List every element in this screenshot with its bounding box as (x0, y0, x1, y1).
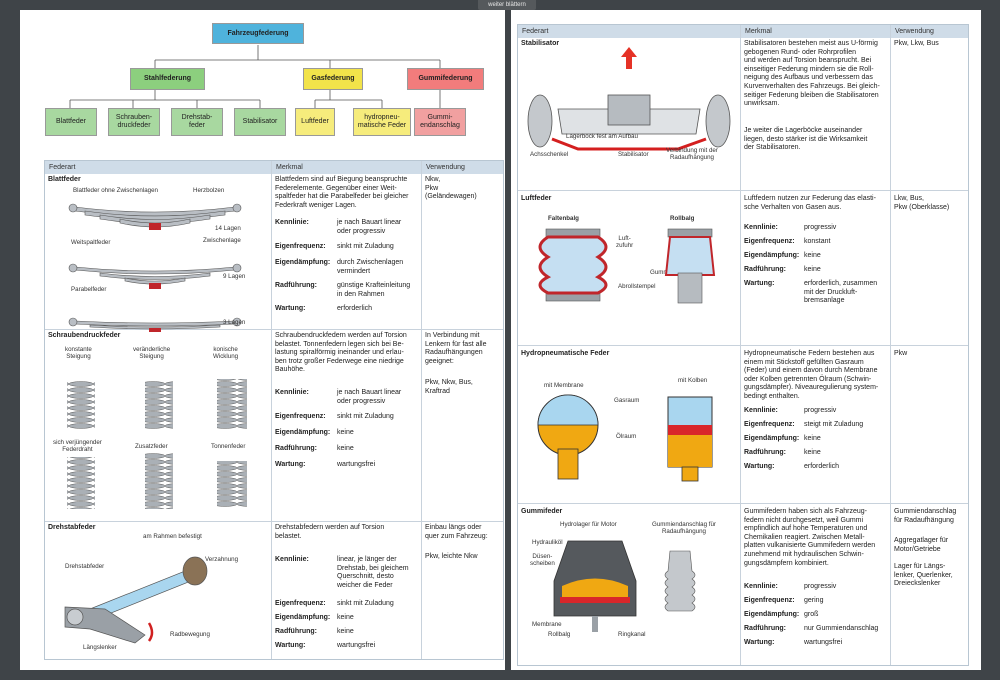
desc-schraubendruckfeder: Schraubendruckfedern werden auf Torsion … (275, 332, 407, 374)
label: Blattfeder ohne Zwischenlagen (73, 187, 158, 194)
row-title-blattfeder: Blattfeder (48, 176, 81, 183)
label: mit Kolben (678, 377, 708, 384)
row-title-schraubendruckfeder: Schraubendruckfeder (48, 332, 121, 339)
label: Stabilisator (618, 151, 649, 158)
label: Parabelfeder (71, 286, 107, 293)
use-gummifeder-2: Aggregatlager für Motor/Getriebe (894, 537, 949, 553)
label: Ölraum (616, 433, 637, 440)
tree-leaf-drehstabfeder: Drehstab- feder (171, 108, 223, 136)
desc-stabilisator-2: Je weiter die Lagerböcke auseinander lie… (744, 127, 868, 152)
label: Gummiendanschlag für Radaufhängung (652, 521, 716, 535)
col-federart: Federart (522, 28, 549, 35)
row-title-drehstabfeder: Drehstabfeder (48, 524, 96, 531)
desc-stabilisator: Stabilisatoren bestehen meist aus U-förm… (744, 40, 880, 108)
label: Membrane (532, 621, 562, 628)
table-right: Federart Merkmal Verwendung Stabilisator… (517, 24, 969, 666)
stabilizer-illustration (527, 47, 731, 151)
table-left: Federart Merkmal Verwendung Blattfeder B… (44, 160, 504, 660)
label: Achsschenkel (530, 151, 569, 158)
label: Zusatzfeder (135, 443, 168, 450)
label: 9 Lagen (223, 273, 246, 280)
tree-leaf-luftfeder: Luftfeder (295, 108, 335, 136)
desc-hydropneumatische-feder: Hydropneumatische Federn bestehen aus ei… (744, 350, 879, 400)
next-page-button[interactable]: weiter blättern (478, 0, 536, 10)
tree-connectors (69, 45, 441, 108)
label: Verzahnung (205, 556, 239, 563)
tree-leaf-gummiendanschlag: Gummi- endanschlag (414, 108, 466, 136)
col-verwendung: Verwendung (890, 25, 970, 38)
label: Abrollstempel (618, 283, 656, 290)
label: mit Membrane (544, 382, 584, 389)
use-hydropneumatische-feder: Pkw (894, 350, 908, 357)
coil-spring-illustrations (67, 379, 247, 509)
row-title-luftfeder: Luftfeder (521, 195, 552, 202)
label: Radbewegung (170, 631, 210, 638)
label: Rollbalg (670, 215, 695, 222)
label: Lagerbock fest am Aufbau (566, 133, 638, 140)
hydropneumatic-illustration (537, 394, 713, 482)
use-blattfeder: Nkw, Pkw (Geländewagen) (425, 176, 477, 201)
tree-stahlfederung: Stahlfederung (130, 68, 205, 90)
label: Düsen- scheiben (530, 553, 555, 567)
tree-leaf-schraubendruckfeder: Schrauben- druckfeder (108, 108, 160, 136)
table-header: Federart Merkmal Verwendung (518, 25, 968, 38)
use-schraubendruckfeder: In Verbindung mit Lenkern für fast alle … (425, 332, 487, 365)
label: Verbindung mit der Radaufhängung (666, 147, 718, 161)
label: veränderliche Steigung (133, 346, 171, 360)
col-merkmal: Merkmal (740, 25, 890, 38)
label: Hydrauliköl (532, 539, 563, 546)
rubber-spring-illustration (553, 540, 696, 632)
label: am Rahmen befestigt (143, 533, 202, 540)
label: Herzbolzen (193, 187, 225, 194)
use-schraubendruckfeder-2: Pkw, Nkw, Bus, Kraftrad (425, 379, 473, 395)
label: Ringkanal (618, 631, 646, 638)
right-page: Federart Merkmal Verwendung Stabilisator… (511, 10, 981, 670)
col-merkmal: Merkmal (271, 161, 421, 174)
label: Drehstabfeder (65, 563, 105, 570)
col-federart: Federart (49, 164, 76, 171)
desc-gummifeder: Gummifedern haben sich als Fahrzeug- fed… (744, 508, 876, 567)
desc-blattfeder: Blattfedern sind auf Biegung beansprucht… (275, 176, 409, 209)
leaf-spring-illustration (68, 203, 242, 332)
left-page: Fahrzeugfederung Stahlfederung Gasfederu… (20, 10, 505, 670)
use-drehstabfeder: Einbau längs oder quer zum Fahrzeug: (425, 524, 488, 540)
table-header: Federart Merkmal Verwendung (45, 161, 503, 174)
use-luftfeder: Lkw, Bus, Pkw (Oberklasse) (894, 195, 950, 211)
label: konstante Steigung (65, 346, 92, 360)
label: Tonnenfeder (211, 443, 246, 450)
label: Weitspaltfeder (71, 239, 111, 246)
col-verwendung: Verwendung (421, 161, 505, 174)
use-gummifeder-3: Lager für Längs- lenker, Querlenker, Dre… (894, 563, 953, 588)
tree-leaf-blattfeder: Blattfeder (45, 108, 97, 136)
label: Längslenker (83, 644, 117, 651)
tree-leaf-stabilisator: Stabilisator (234, 108, 286, 136)
label: Hydrolager für Motor (560, 521, 617, 528)
desc-drehstabfeder: Drehstabfedern werden auf Torsion belast… (275, 524, 385, 540)
label: sich verjüngender Federdraht (53, 439, 102, 453)
label: Faltenbalg (548, 215, 579, 222)
label: 3 Lagen (223, 319, 246, 326)
row-title-hydropneumatische-feder: Hydropneumatische Feder (521, 350, 610, 357)
row-title-stabilisator: Stabilisator (521, 40, 560, 47)
label: 14 Lagen (215, 225, 241, 232)
tree-root: Fahrzeugfederung (212, 23, 304, 44)
use-gummifeder: Gummiendanschlag für Radaufhängung (894, 508, 957, 524)
label: Zwischenlage (203, 237, 241, 244)
torsion-bar-illustration (64, 556, 208, 644)
desc-luftfeder: Luftfedern nutzen zur Federung das elast… (744, 195, 876, 211)
use-stabilisator: Pkw, Lkw, Bus (894, 40, 939, 47)
use-drehstabfeder-2: Pkw, leichte Nkw (425, 553, 478, 560)
label: Luft- zufuhr (616, 235, 634, 249)
label: Rollbalg (548, 631, 571, 638)
air-spring-illustration (538, 228, 716, 304)
label: konische Wicklung (213, 346, 239, 360)
label: Gasraum (614, 397, 640, 404)
row-title-gummifeder: Gummifeder (521, 508, 563, 515)
tree-gummifederung: Gummifederung (407, 68, 484, 90)
tree-leaf-hydropneumatisch: hydropneu- matische Feder (353, 108, 411, 136)
tree-gasfederung: Gasfederung (303, 68, 363, 90)
